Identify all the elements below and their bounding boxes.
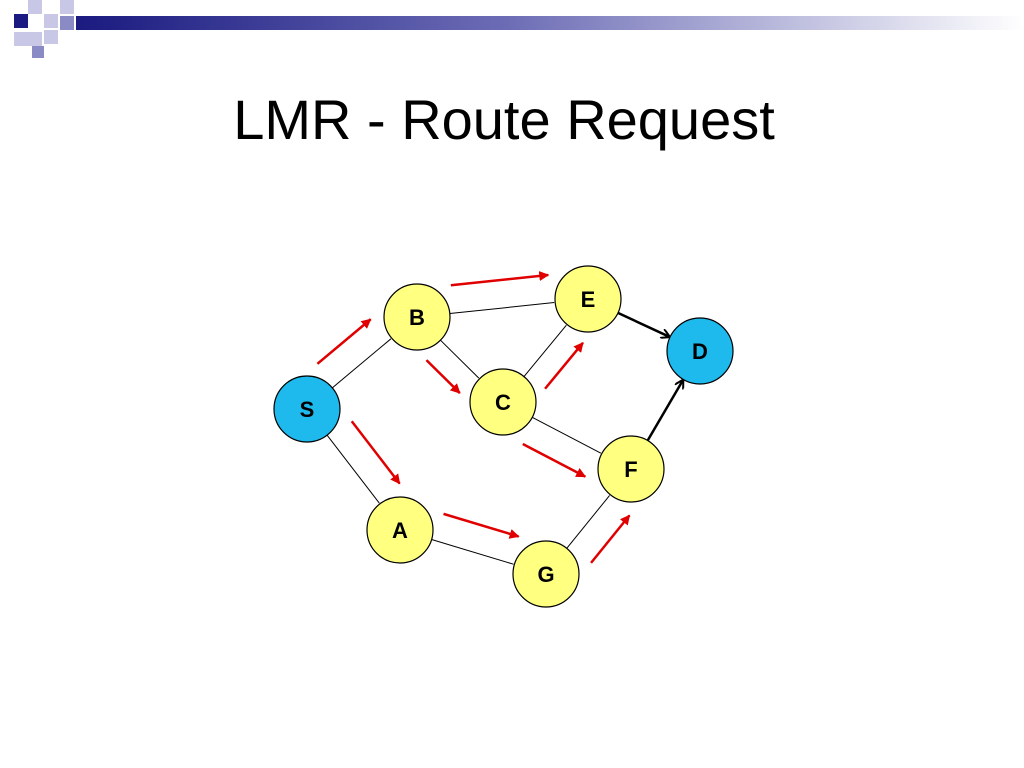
nodes-layer: S B E D C F A G <box>273 265 734 608</box>
header-square <box>14 14 28 28</box>
node-circle <box>512 540 580 608</box>
slide-header-decoration <box>0 0 1024 60</box>
links-layer <box>326 302 683 565</box>
node-d: D <box>666 317 734 385</box>
route-request-arrow-b-c <box>425 359 461 394</box>
link-b-e <box>449 302 555 315</box>
route-request-arrow-c-f <box>522 442 587 478</box>
node-label: C <box>495 390 511 415</box>
node-g: G <box>512 540 580 608</box>
node-s: S <box>273 375 341 443</box>
link-f-d <box>646 380 683 442</box>
route-request-arrow-b-e <box>450 270 550 287</box>
node-label: D <box>692 339 708 364</box>
header-square <box>32 46 44 58</box>
node-circle <box>383 283 451 351</box>
header-square <box>60 0 74 14</box>
header-square <box>14 32 28 46</box>
link-c-f <box>532 416 602 454</box>
link-s-b <box>331 338 392 389</box>
node-circle <box>273 375 341 443</box>
node-label: S <box>300 397 315 422</box>
node-label: A <box>392 518 408 543</box>
node-b: B <box>383 283 451 351</box>
node-label: G <box>537 562 554 587</box>
header-square <box>44 14 58 28</box>
node-circle <box>597 435 665 503</box>
node-circle <box>469 368 537 436</box>
link-g-f <box>566 495 610 549</box>
route-request-arrow-s-b <box>316 318 372 365</box>
node-circle <box>366 496 434 564</box>
header-square <box>44 30 58 44</box>
node-a: A <box>366 496 434 564</box>
node-label: B <box>409 305 425 330</box>
node-circle <box>666 317 734 385</box>
slide-title: LMR - Route Request <box>233 88 775 151</box>
route-request-arrow-a-g <box>443 512 520 539</box>
header-square <box>28 32 42 46</box>
header-square <box>60 16 74 30</box>
route-request-arrows-layer <box>316 270 631 564</box>
link-e-d <box>617 311 669 337</box>
node-label: F <box>624 457 637 482</box>
node-f: F <box>597 435 665 503</box>
node-label: E <box>581 287 596 312</box>
link-s-a <box>326 434 380 504</box>
header-gradient-bar <box>76 16 1024 30</box>
node-e: E <box>554 265 622 333</box>
route-request-arrow-g-f <box>590 514 631 564</box>
node-c: C <box>469 368 537 436</box>
header-square <box>28 0 42 14</box>
link-a-g <box>431 539 514 565</box>
node-circle <box>554 265 622 333</box>
route-request-arrow-s-a <box>350 420 401 485</box>
route-request-arrow-c-e <box>544 342 584 390</box>
link-c-e <box>523 324 567 377</box>
link-b-c <box>440 339 480 379</box>
